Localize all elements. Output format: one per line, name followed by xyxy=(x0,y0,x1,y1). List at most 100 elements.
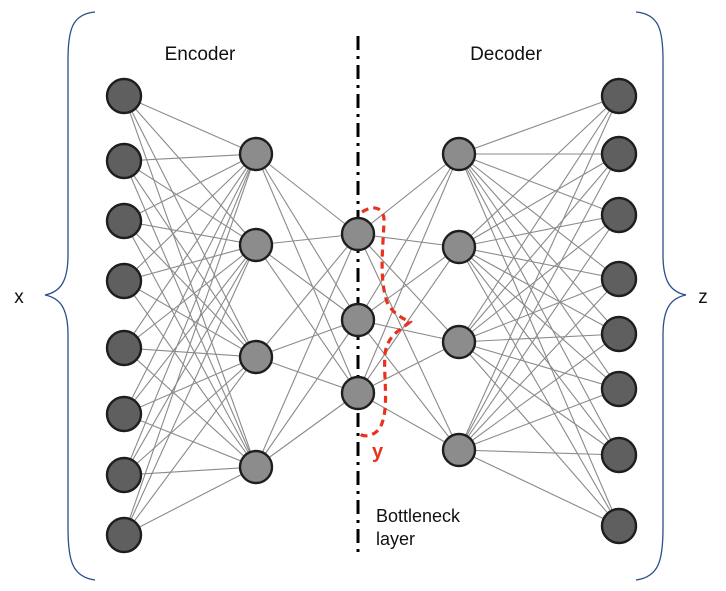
connection-l2-n2-to-n1 xyxy=(357,246,460,394)
connection-l3-n3-to-n7 xyxy=(458,449,620,527)
connection-l0-n3-to-n2 xyxy=(123,280,257,358)
connection-l0-n1-to-n1 xyxy=(123,160,257,246)
encoder-hidden-neuron-3 xyxy=(238,339,274,375)
connection-l0-n4-to-n2 xyxy=(123,347,257,358)
output-neuron-8 xyxy=(600,507,638,545)
connection-l0-n5-to-n1 xyxy=(123,244,257,415)
connection-l0-n6-to-n0 xyxy=(123,153,257,476)
connection-l0-n6-to-n2 xyxy=(123,356,257,476)
input-neuron-8 xyxy=(105,516,143,554)
connection-l3-n1-to-n4 xyxy=(458,246,620,335)
encoder-hidden-neuron-4 xyxy=(238,449,274,485)
connection-l0-n0-to-n1 xyxy=(123,95,257,246)
connection-l0-n4-to-n0 xyxy=(123,153,257,349)
connection-l0-n0-to-n3 xyxy=(123,95,257,468)
decoder-label: Decoder xyxy=(470,44,542,65)
connection-l2-n2-to-n2 xyxy=(357,341,460,394)
connection-l0-n7-to-n0 xyxy=(123,153,257,536)
neurons xyxy=(105,77,638,554)
bottleneck-label-line2: layer xyxy=(376,529,415,549)
connection-l3-n2-to-n4 xyxy=(458,333,620,343)
connection-l2-n1-to-n0 xyxy=(357,153,460,321)
connection-l0-n6-to-n1 xyxy=(123,244,257,476)
output-brace xyxy=(635,11,687,581)
bottleneck-neuron-1 xyxy=(340,216,376,252)
connection-l1-n3-to-n2 xyxy=(255,392,359,468)
output-neuron-1 xyxy=(600,77,638,115)
code-y-label: y xyxy=(372,441,384,463)
output-neuron-2 xyxy=(600,135,638,173)
output-neuron-6 xyxy=(600,370,638,408)
input-neuron-3 xyxy=(105,202,143,240)
connection-l3-n0-to-n3 xyxy=(458,153,620,280)
connection-l3-n2-to-n5 xyxy=(458,341,620,390)
connection-l3-n0-to-n6 xyxy=(458,153,620,456)
output-neuron-4 xyxy=(600,260,638,298)
encoder-label: Encoder xyxy=(165,44,236,65)
input-neuron-2 xyxy=(105,142,143,180)
connection-l3-n2-to-n0 xyxy=(458,95,620,343)
connection-l3-n3-to-n0 xyxy=(458,95,620,451)
input-brace xyxy=(44,11,96,581)
connection-l0-n4-to-n1 xyxy=(123,244,257,349)
connection-l3-n1-to-n6 xyxy=(458,246,620,456)
connection-l0-n0-to-n2 xyxy=(123,95,257,358)
bottleneck-neuron-3 xyxy=(340,375,376,411)
connection-l3-n2-to-n1 xyxy=(458,153,620,343)
connection-l1-n2-to-n0 xyxy=(255,233,359,358)
connection-l0-n3-to-n3 xyxy=(123,280,257,468)
output-neuron-3 xyxy=(600,196,638,234)
connection-l0-n5-to-n2 xyxy=(123,356,257,415)
connections xyxy=(123,95,620,536)
bottleneck-label-line1: Bottleneck xyxy=(376,506,461,526)
connection-l0-n2-to-n0 xyxy=(123,153,257,222)
connection-l3-n3-to-n1 xyxy=(458,153,620,451)
connection-l1-n0-to-n0 xyxy=(255,153,359,235)
connection-l0-n6-to-n3 xyxy=(123,466,257,476)
connection-l2-n0-to-n3 xyxy=(357,233,460,451)
input-neuron-5 xyxy=(105,329,143,367)
connection-l0-n0-to-n0 xyxy=(123,95,257,155)
connection-l1-n2-to-n2 xyxy=(255,356,359,394)
connection-l2-n1-to-n2 xyxy=(357,319,460,343)
connection-l3-n0-to-n5 xyxy=(458,153,620,390)
connection-l3-n3-to-n3 xyxy=(458,278,620,451)
connection-l1-n1-to-n2 xyxy=(255,244,359,394)
connection-l0-n2-to-n1 xyxy=(123,220,257,246)
connection-l1-n1-to-n1 xyxy=(255,244,359,321)
connection-l2-n0-to-n2 xyxy=(357,233,460,343)
connection-l3-n3-to-n5 xyxy=(458,388,620,451)
connection-l0-n7-to-n3 xyxy=(123,466,257,536)
encoder-hidden-neuron-2 xyxy=(238,227,274,263)
connection-l0-n1-to-n0 xyxy=(123,153,257,162)
connection-l2-n2-to-n0 xyxy=(357,153,460,394)
decoder-hidden-neuron-3 xyxy=(441,324,477,360)
connection-l0-n3-to-n0 xyxy=(123,153,257,282)
connection-l3-n0-to-n4 xyxy=(458,153,620,335)
connection-l0-n7-to-n2 xyxy=(123,356,257,536)
connection-l3-n2-to-n3 xyxy=(458,278,620,343)
connection-l0-n5-to-n0 xyxy=(123,153,257,415)
bottleneck-neuron-2 xyxy=(340,302,376,338)
connection-l3-n1-to-n5 xyxy=(458,246,620,390)
connection-l0-n2-to-n2 xyxy=(123,220,257,358)
connection-l3-n2-to-n6 xyxy=(458,341,620,456)
decoder-hidden-neuron-1 xyxy=(441,136,477,172)
connection-l3-n0-to-n7 xyxy=(458,153,620,527)
connection-l3-n2-to-n2 xyxy=(458,214,620,343)
decoder-hidden-neuron-4 xyxy=(441,432,477,468)
connection-l3-n0-to-n0 xyxy=(458,95,620,155)
output-neuron-7 xyxy=(600,436,638,474)
input-neuron-1 xyxy=(105,77,143,115)
connection-l3-n3-to-n2 xyxy=(458,214,620,451)
connection-l3-n3-to-n6 xyxy=(458,449,620,456)
connection-l3-n1-to-n0 xyxy=(458,95,620,248)
connection-l0-n1-to-n2 xyxy=(123,160,257,358)
connection-l1-n2-to-n1 xyxy=(255,319,359,358)
decoder-hidden-neuron-2 xyxy=(441,229,477,265)
connection-l2-n1-to-n3 xyxy=(357,319,460,451)
connection-l3-n1-to-n1 xyxy=(458,153,620,248)
connection-l2-n2-to-n3 xyxy=(357,392,460,451)
connection-l2-n1-to-n1 xyxy=(357,246,460,321)
input-neuron-4 xyxy=(105,262,143,300)
